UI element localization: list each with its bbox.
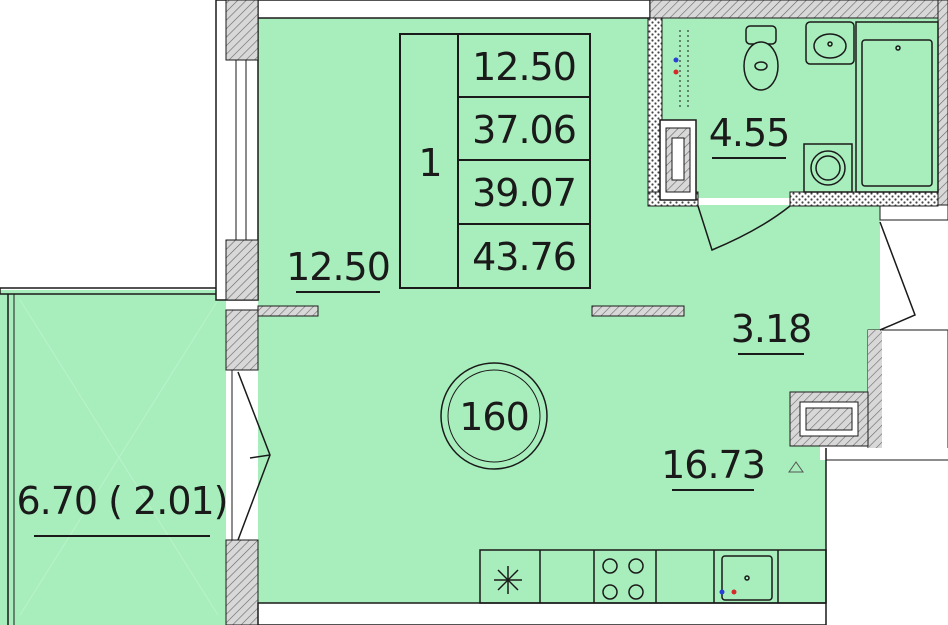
balcony — [0, 287, 227, 625]
radiator-icon — [788, 461, 804, 473]
pipe-riser — [673, 30, 689, 110]
washing-machine-icon — [803, 143, 853, 193]
toilet-icon — [743, 25, 779, 91]
cooktop-icon — [602, 558, 644, 600]
kitchen-living-area-label: 16.73 — [661, 443, 765, 487]
bathtub-icon — [855, 21, 939, 193]
apartment-number: 160 — [459, 395, 529, 439]
table-total-area: 39.07 — [472, 171, 576, 215]
bathroom-area-label: 4.55 — [709, 111, 790, 155]
apartment-number-badge — [440, 362, 548, 470]
sink-icon — [805, 21, 855, 65]
bedroom-area-label: 12.50 — [286, 245, 390, 289]
kitchen-counter — [479, 549, 827, 604]
hallway-area-label: 3.18 — [731, 307, 812, 351]
table-main-area: 37.06 — [472, 108, 576, 152]
table-rooms-count: 1 — [418, 141, 441, 185]
walls — [215, 0, 948, 625]
table-living-area: 12.50 — [472, 45, 576, 89]
balcony-area-label: 6.70 ( 2.01) — [16, 479, 227, 523]
ventilation-icon — [494, 566, 522, 594]
kitchen-sink-icon — [719, 555, 773, 601]
area-table — [399, 33, 591, 289]
doors — [237, 205, 916, 541]
table-total-with-balcony: 43.76 — [472, 235, 576, 279]
